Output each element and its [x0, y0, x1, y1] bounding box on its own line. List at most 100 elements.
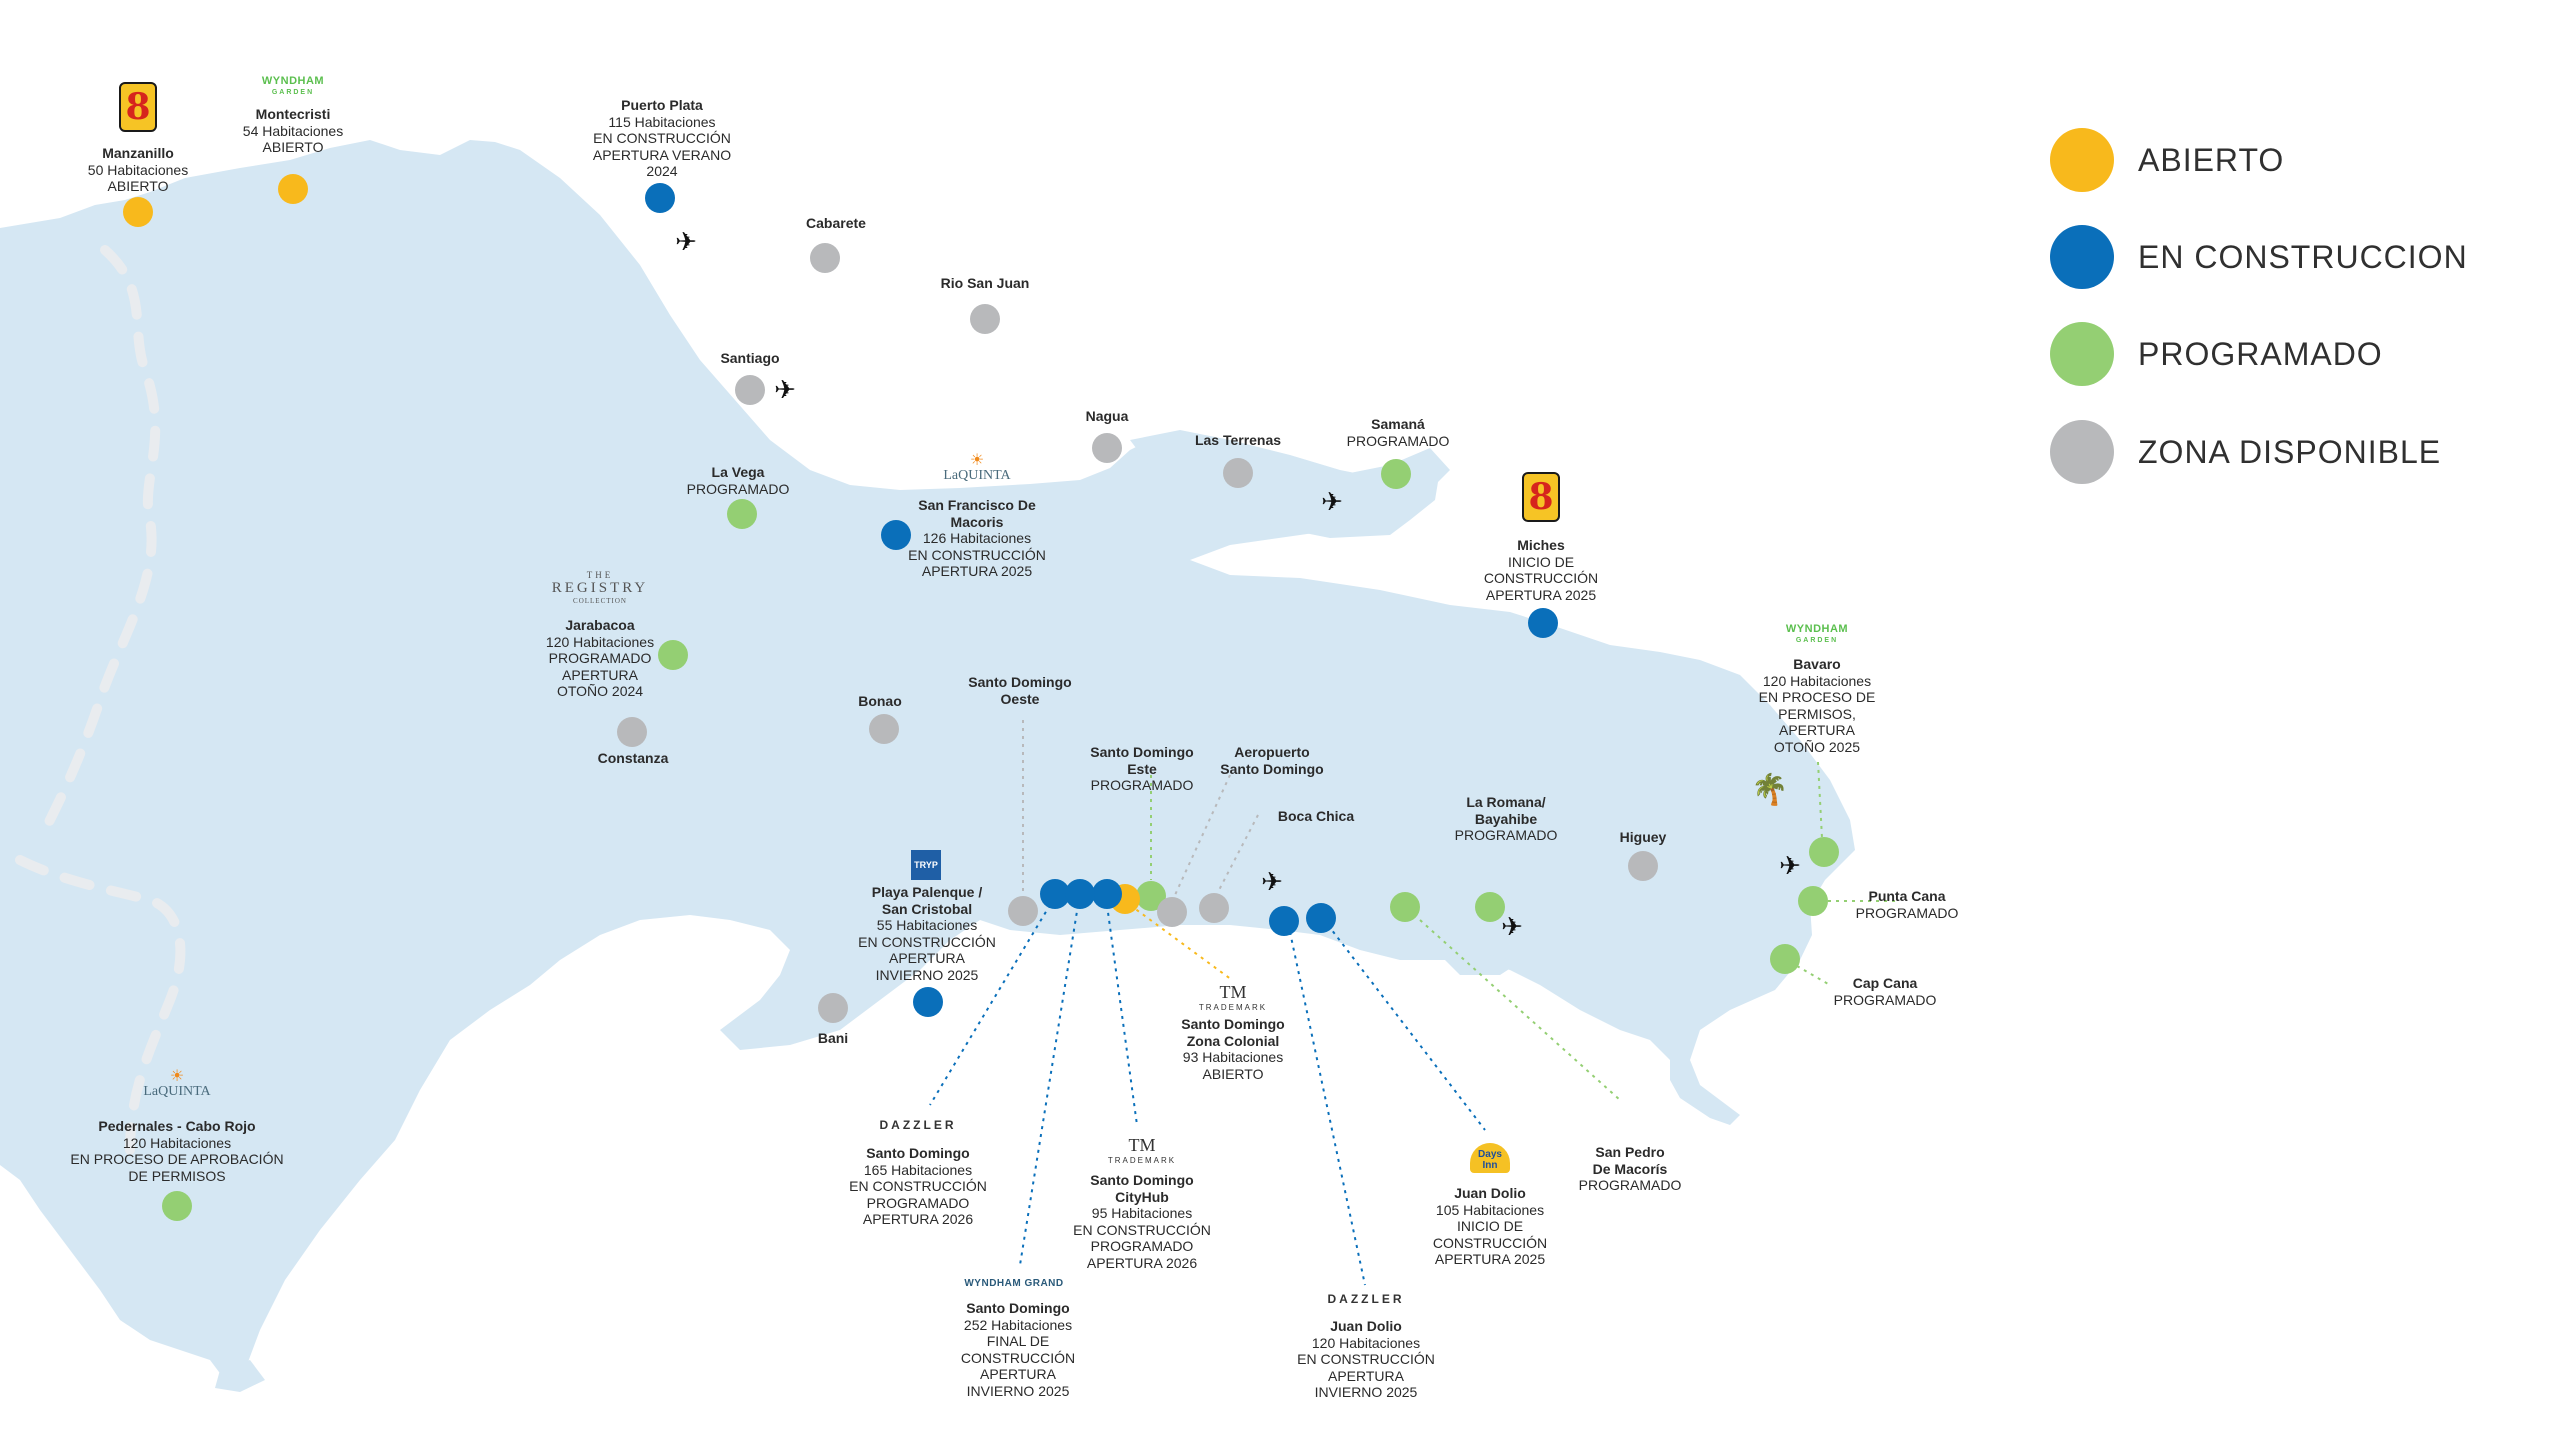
location-dot-bonao[interactable] [869, 714, 899, 744]
location-dot-samana[interactable] [1381, 459, 1411, 489]
location-name: Santo Domingo Este [1090, 744, 1194, 777]
location-detail: OTOÑO 2025 [1773, 738, 1861, 755]
location-dot-sd-oeste[interactable] [1008, 896, 1038, 926]
location-dot-palenque[interactable] [913, 987, 943, 1017]
location-detail: 54 Habitaciones [242, 122, 344, 139]
location-dot-la-vega[interactable] [727, 499, 757, 529]
location-name: Jarabacoa [565, 617, 635, 633]
location-detail: PROGRAMADO [1855, 904, 1959, 921]
location-dot-aeropuerto[interactable] [1157, 897, 1187, 927]
location-dot-bavaro[interactable] [1809, 837, 1839, 867]
location-detail: APERTURA 2025 [921, 563, 1033, 579]
leader-line-cap-cana [1796, 965, 1831, 986]
location-dot-sd-grand[interactable] [1065, 879, 1095, 909]
location-detail: 95 Habitaciones [1091, 1205, 1193, 1221]
location-name: Bani [817, 1030, 849, 1046]
saona-island [1445, 955, 1520, 975]
samana-peninsula [1130, 430, 1440, 538]
legend-label: EN CONSTRUCCION [2138, 238, 2468, 275]
dazzler-logo-santo-domingo: DAZZLER [879, 1118, 957, 1132]
location-name: Aeropuerto Santo Domingo [1220, 744, 1324, 777]
location-dot-rio-san-juan[interactable] [970, 304, 1000, 334]
laquinta-logo-pedernales: ☀LaQUINTA [143, 1068, 211, 1100]
location-name: Rio San Juan [940, 275, 1030, 291]
location-name: Montecristi [255, 106, 331, 122]
leader-line-san-pedro [1419, 919, 1621, 1101]
airport-santiago-icon: ✈ [774, 374, 796, 405]
location-name: Punta Cana [1868, 888, 1946, 904]
location-name: Juan Dolio [1330, 1318, 1402, 1334]
palm-tree-icon: 🌴 [1751, 773, 1789, 807]
legend-label: ZONA DISPONIBLE [2138, 433, 2442, 470]
island-landmass [0, 140, 1855, 1380]
location-label-santiago: Santiago [720, 350, 779, 367]
location-detail: INICIO DE [1456, 1218, 1524, 1234]
location-label-cabarete: Cabarete [806, 215, 866, 232]
location-dot-montecristi[interactable] [278, 174, 308, 204]
location-dot-cap-cana[interactable] [1770, 944, 1800, 974]
location-detail: PROGRAMADO [1454, 827, 1558, 843]
legend-swatch [2050, 225, 2114, 289]
location-dot-juan-dolio-days[interactable] [1306, 903, 1336, 933]
location-dot-punta-cana[interactable] [1798, 886, 1828, 916]
location-detail: CONSTRUCCIÓN [1483, 570, 1599, 586]
location-dot-higuey[interactable] [1628, 851, 1658, 881]
leader-line-boca-chica [1217, 814, 1259, 893]
location-label-boca-chica: Boca Chica [1278, 808, 1354, 825]
location-dot-sd-este[interactable] [1136, 881, 1166, 911]
location-dot-sd-cityhub[interactable] [1092, 879, 1122, 909]
leader-line-sd-dazzler [929, 904, 1051, 1106]
laquinta-logo-sf-macoris: ☀LaQUINTA [943, 452, 1011, 484]
legend-swatch [2050, 322, 2114, 386]
location-dot-miches[interactable] [1528, 608, 1558, 638]
super8-logo-manzanillo: 8 [119, 82, 157, 132]
location-label-rio-san-juan: Rio San Juan [941, 275, 1030, 292]
location-detail: PROGRAMADO [1090, 777, 1194, 793]
location-dot-bani[interactable] [818, 993, 848, 1023]
location-dot-cabarete[interactable] [810, 243, 840, 273]
location-dot-jarabacoa[interactable] [658, 640, 688, 670]
location-dot-nagua[interactable] [1092, 433, 1122, 463]
leader-line-aeropuerto [1174, 774, 1231, 896]
tryp-logo-palenque: TRYP [911, 850, 941, 880]
location-dot-sf-macoris[interactable] [881, 520, 911, 550]
location-name: Bavaro [1793, 656, 1841, 672]
location-name: Nagua [1085, 408, 1129, 424]
location-name: Santo Domingo Oeste [968, 674, 1072, 707]
legend-label: PROGRAMADO [2138, 335, 2383, 372]
location-dot-santiago[interactable] [735, 375, 765, 405]
location-dot-puerto-plata[interactable] [645, 183, 675, 213]
location-detail: ABIERTO [107, 178, 169, 194]
location-label-higuey: Higuey [1620, 829, 1667, 846]
location-dot-manzanillo[interactable] [123, 197, 153, 227]
location-name: Cap Cana [1852, 975, 1918, 991]
location-dot-la-romana[interactable] [1475, 892, 1505, 922]
leader-line-sd-cityhub [1106, 904, 1138, 1126]
location-dot-sd-dazzler[interactable] [1040, 879, 1070, 909]
location-dot-juan-dolio-dazzler[interactable] [1269, 906, 1299, 936]
location-detail: EN PROCESO DE APROBACIÓN [70, 1151, 284, 1167]
location-dot-boca-chica[interactable] [1199, 893, 1229, 923]
location-dot-las-terrenas[interactable] [1223, 458, 1253, 488]
leader-lines [929, 720, 1900, 1286]
location-detail: 165 Habitaciones [863, 1161, 973, 1178]
location-dot-san-pedro[interactable] [1390, 892, 1420, 922]
location-dot-pedernales[interactable] [162, 1191, 192, 1221]
location-dot-constanza[interactable] [617, 717, 647, 747]
location-name: Manzanillo [102, 145, 174, 161]
